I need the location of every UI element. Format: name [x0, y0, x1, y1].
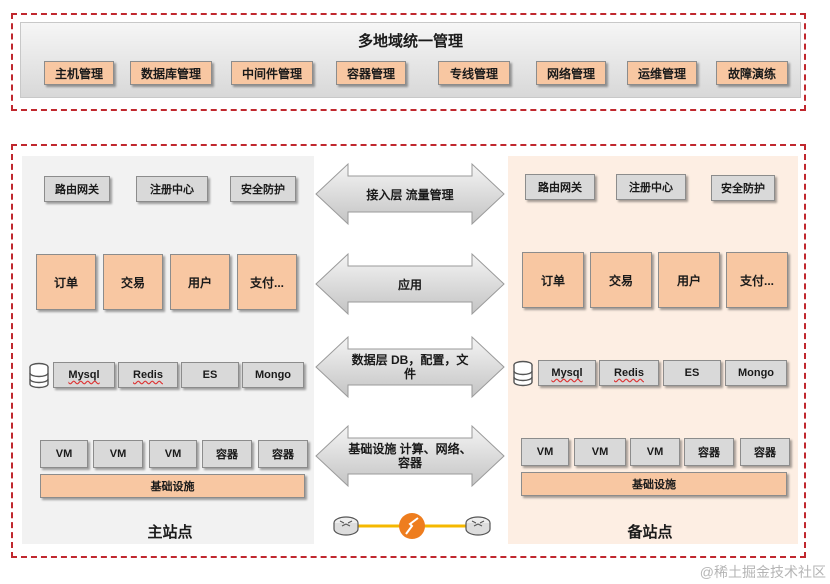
backup-app-order: 订单 [522, 252, 584, 308]
unified-management-panel [20, 22, 801, 98]
link-icon [399, 513, 425, 539]
mgmt-item-container: 容器管理 [336, 61, 406, 85]
backup-data-mysql: Mysql [538, 360, 596, 386]
primary-database-icon [29, 362, 49, 389]
mgmt-item-host: 主机管理 [44, 61, 114, 85]
primary-app-trade: 交易 [103, 254, 163, 310]
application-arrow [315, 252, 505, 316]
primary-data-es: ES [181, 362, 239, 388]
access-layer-label: 接入层 流量管理 [366, 188, 454, 202]
primary-compute-vm-3: VM [149, 440, 197, 468]
primary-data-mongo: Mongo [242, 362, 304, 388]
data-layer-label: 数据层 DB，配置，文件 [351, 353, 469, 381]
backup-compute-vm-2: VM [574, 438, 626, 466]
backup-compute-vm-3: VM [630, 438, 680, 466]
backup-registry-center: 注册中心 [616, 174, 686, 200]
unified-management-frame [11, 13, 806, 111]
double-arrows [315, 162, 505, 488]
mgmt-item-network: 网络管理 [536, 61, 606, 85]
backup-infra-bar: 基础设施 [521, 472, 787, 496]
data-layer-arrow [315, 335, 505, 399]
infra-layer-arrow [315, 424, 505, 488]
mgmt-item-middleware: 中间件管理 [231, 61, 313, 85]
primary-compute-container-2: 容器 [258, 440, 308, 468]
primary-compute-vm-1: VM [40, 440, 88, 468]
primary-data-redis: Redis [118, 362, 178, 388]
mgmt-item-dedicated-line: 专线管理 [438, 61, 510, 85]
architecture-frame [11, 144, 806, 558]
backup-data-mongo: Mongo [725, 360, 787, 386]
watermark: @稀土掘金技术社区 [699, 564, 826, 580]
backup-app-trade: 交易 [590, 252, 652, 308]
access-layer-arrow [315, 162, 505, 226]
backup-route-gateway: 路由网关 [525, 174, 595, 200]
application-label: 应用 [397, 278, 422, 292]
mgmt-item-database: 数据库管理 [130, 61, 212, 85]
primary-infra-bar: 基础设施 [40, 474, 305, 498]
site-link [333, 513, 491, 539]
router-right-icon [465, 516, 491, 536]
primary-site-label: 主站点 [147, 524, 193, 541]
backup-data-es: ES [663, 360, 721, 386]
backup-compute-container-1: 容器 [684, 438, 734, 466]
primary-route-gateway: 路由网关 [44, 176, 110, 202]
backup-data-redis: Redis [599, 360, 659, 386]
mgmt-item-fault-drill: 故障演练 [716, 61, 788, 85]
primary-registry-center: 注册中心 [136, 176, 208, 202]
primary-data-mysql: Mysql [53, 362, 115, 388]
primary-compute-vm-2: VM [93, 440, 143, 468]
primary-app-payment: 支付... [237, 254, 297, 310]
backup-compute-vm-1: VM [521, 438, 569, 466]
backup-security: 安全防护 [711, 175, 775, 201]
backup-database-icon [513, 360, 533, 387]
backup-app-payment: 支付... [726, 252, 788, 308]
backup-app-user: 用户 [658, 252, 720, 308]
backup-site-label: 备站点 [627, 524, 673, 541]
mgmt-item-ops: 运维管理 [627, 61, 697, 85]
backup-compute-container-2: 容器 [740, 438, 790, 466]
router-left-icon [333, 516, 359, 536]
infra-layer-label: 基础设施 计算、网络、容器 [348, 442, 472, 470]
unified-management-title: 多地域统一管理 [357, 33, 463, 50]
primary-compute-container-1: 容器 [202, 440, 252, 468]
primary-app-order: 订单 [36, 254, 96, 310]
primary-security: 安全防护 [230, 176, 296, 202]
primary-app-user: 用户 [170, 254, 230, 310]
